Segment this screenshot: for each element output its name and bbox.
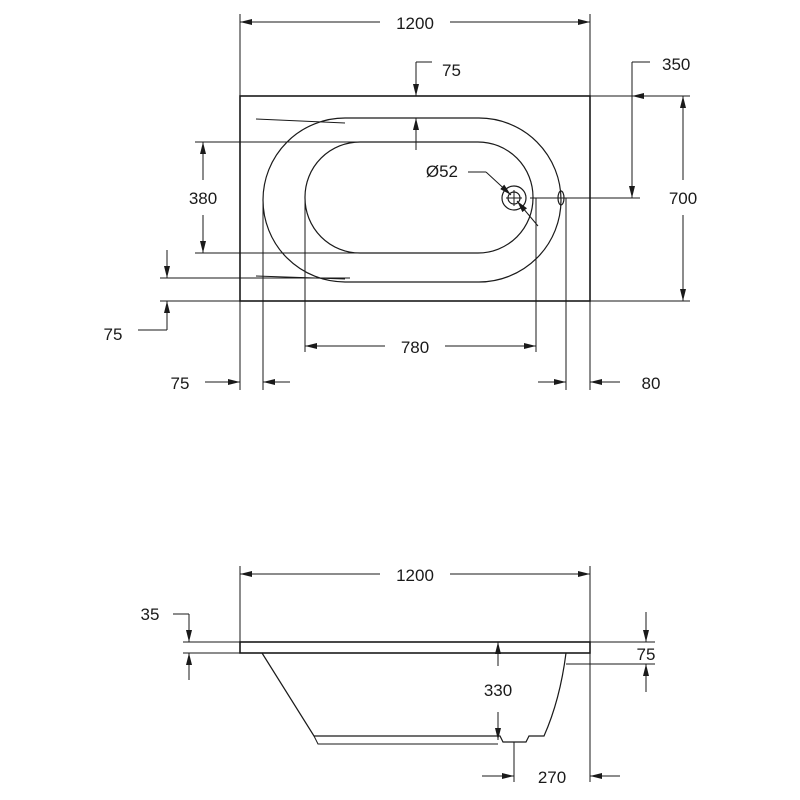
tub-body-side xyxy=(261,652,567,743)
dim-rim-step: 75 xyxy=(637,645,656,664)
dim-foot-offset: 270 xyxy=(538,768,566,787)
dim-rim-thickness: 35 xyxy=(141,605,160,624)
dim-rim-offset-right: 80 xyxy=(642,374,661,393)
tub-bottom-contour xyxy=(313,735,498,745)
basin-inner-outline xyxy=(304,141,534,254)
dim-overall-length-plan: 1200 xyxy=(396,14,434,33)
dim-drain-diameter: Ø52 xyxy=(426,162,458,181)
dim-depth: 330 xyxy=(484,681,512,700)
dim-inner-length: 780 xyxy=(401,338,429,357)
tub-rim-side xyxy=(239,641,591,654)
dim-inner-width: 380 xyxy=(189,189,217,208)
dim-drain-offset-top: 75 xyxy=(442,61,461,80)
dim-rim-offset-left: 75 xyxy=(171,374,190,393)
dim-overall-width: 700 xyxy=(669,189,697,208)
plan-view: 1200 75 350 700 380 Ø52 7 xyxy=(104,14,697,393)
side-view: 1200 35 75 330 270 xyxy=(141,566,656,787)
dim-rim-offset-bottom: 75 xyxy=(104,325,123,344)
drain-icon xyxy=(501,185,527,211)
backrest-line-top xyxy=(255,118,346,124)
dim-overall-length-side: 1200 xyxy=(396,566,434,585)
dim-drain-offset-right: 350 xyxy=(662,55,690,74)
